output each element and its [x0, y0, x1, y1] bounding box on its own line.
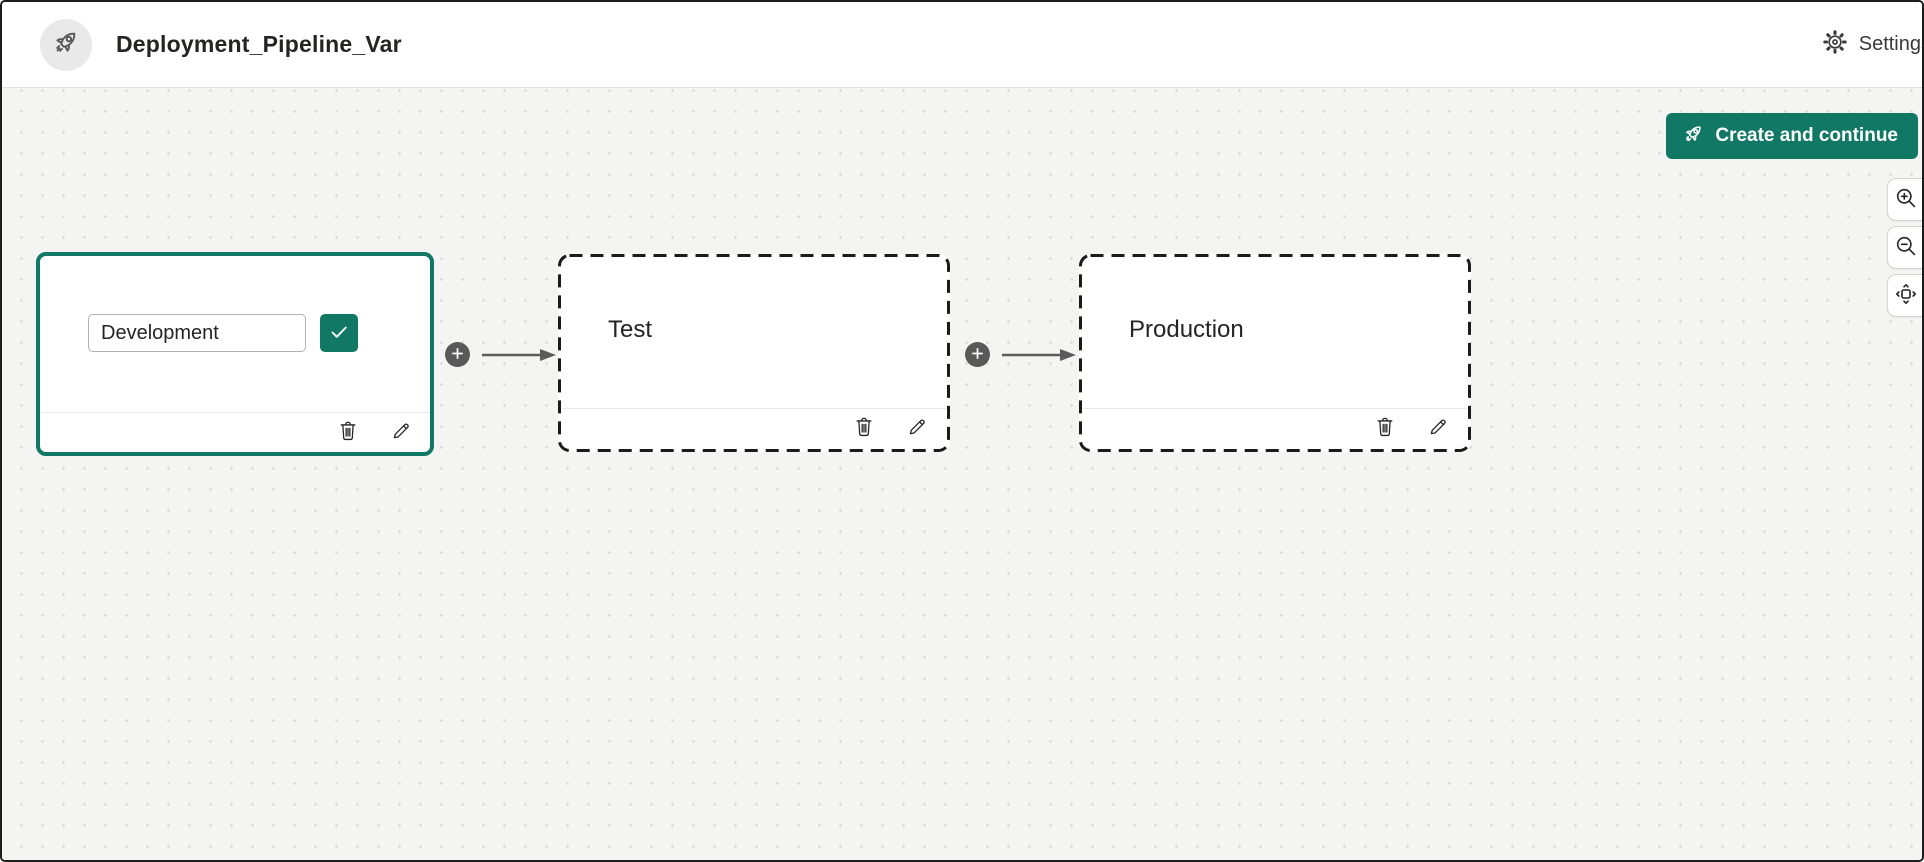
pipeline-canvas[interactable]: Create and continue	[2, 88, 1922, 860]
edit-stage-button[interactable]	[904, 416, 930, 442]
arrow-right-icon	[1002, 348, 1076, 361]
rocket-icon	[1682, 122, 1705, 151]
stage-card-footer	[1083, 408, 1467, 448]
create-and-continue-label: Create and continue	[1715, 125, 1898, 146]
pipeline-avatar	[40, 18, 92, 71]
delete-stage-button[interactable]	[851, 416, 877, 442]
magnifier-plus-icon	[1894, 186, 1918, 213]
stage-card-production[interactable]: Production	[1079, 254, 1471, 452]
settings-button[interactable]: Settings	[1822, 2, 1924, 87]
magnifier-minus-icon	[1894, 234, 1918, 261]
stage-label: Test	[608, 316, 653, 343]
add-stage-button[interactable]	[965, 342, 990, 367]
edit-stage-button[interactable]	[388, 420, 414, 446]
plus-icon	[969, 345, 986, 365]
stage-name-editor	[88, 314, 430, 352]
settings-label: Settings	[1858, 33, 1924, 55]
stage-card-development[interactable]	[36, 252, 434, 456]
gear-icon	[1822, 29, 1848, 60]
stage-card-test[interactable]: Test	[558, 254, 950, 452]
fit-to-view-icon	[1894, 282, 1918, 309]
checkmark-icon	[327, 320, 351, 347]
rocket-icon	[51, 27, 81, 62]
edit-stage-button[interactable]	[1425, 416, 1451, 442]
trash-icon	[337, 420, 359, 445]
pencil-icon	[906, 416, 928, 441]
delete-stage-button[interactable]	[335, 420, 361, 446]
stage-card-footer	[562, 408, 946, 448]
delete-stage-button[interactable]	[1372, 416, 1398, 442]
header-bar: Deployment_Pipeline_Var Settings	[2, 2, 1922, 88]
stage-name-input[interactable]	[88, 314, 306, 352]
confirm-name-button[interactable]	[320, 314, 358, 352]
page-title: Deployment_Pipeline_Var	[116, 31, 402, 57]
arrow-right-icon	[482, 348, 556, 361]
pencil-icon	[1427, 416, 1449, 441]
stage-connector	[965, 342, 1080, 367]
plus-icon	[449, 345, 466, 365]
canvas-zoom-controls	[1887, 178, 1922, 317]
fit-to-view-button[interactable]	[1887, 274, 1922, 317]
trash-icon	[1374, 416, 1396, 441]
pencil-icon	[390, 420, 412, 445]
stage-card-footer	[40, 412, 430, 452]
add-stage-button[interactable]	[445, 342, 470, 367]
trash-icon	[853, 416, 875, 441]
create-and-continue-button[interactable]: Create and continue	[1666, 113, 1918, 159]
stage-connector	[445, 342, 560, 367]
stage-label: Production	[1129, 316, 1244, 343]
zoom-in-button[interactable]	[1887, 178, 1922, 221]
zoom-out-button[interactable]	[1887, 226, 1922, 269]
